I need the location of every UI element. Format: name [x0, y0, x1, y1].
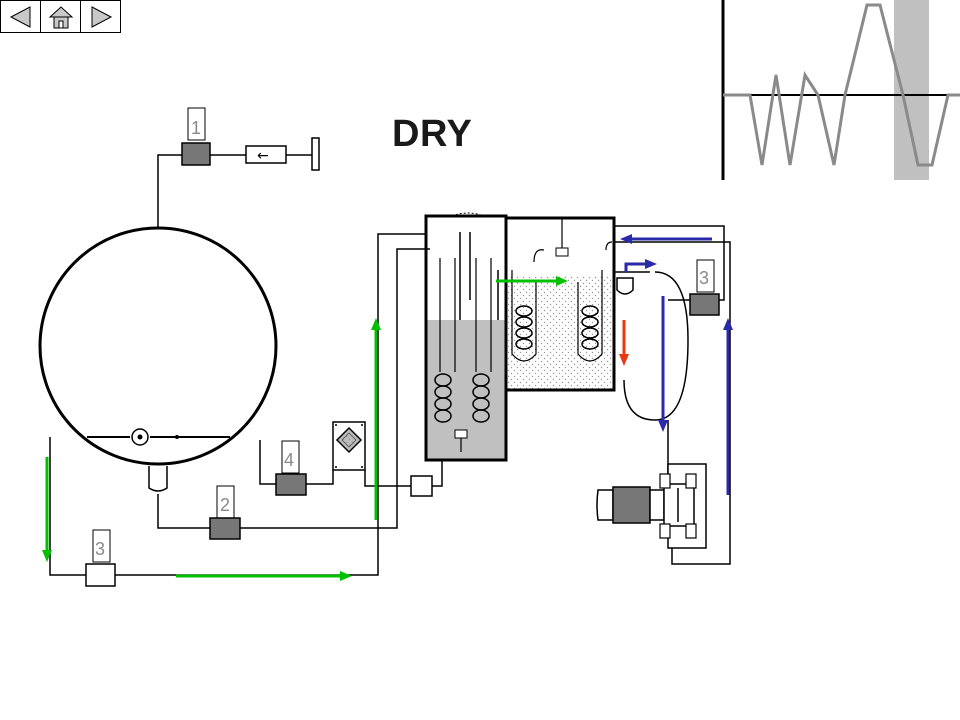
- valve-4: 4: [275, 440, 307, 496]
- valve-2: 2: [209, 485, 241, 540]
- flow-arrow: [620, 234, 712, 244]
- valve-3-right-label: 3: [699, 268, 709, 288]
- flow-arrow: [624, 259, 657, 272]
- flow-arrow: [619, 320, 629, 366]
- vent-inlet: [311, 137, 320, 171]
- flow-arrow: [42, 457, 52, 562]
- valve-1-label: 1: [191, 118, 201, 138]
- flow-arrow: [371, 318, 381, 520]
- valve-2-label: 2: [220, 495, 230, 515]
- cycle-graph-trace: [723, 3, 960, 167]
- compressor: [596, 463, 707, 549]
- flow-arrows-green: [42, 276, 568, 581]
- navigation-bar: [0, 0, 121, 33]
- chamber-drain: [148, 466, 168, 492]
- flow-arrows-blue: [620, 234, 733, 495]
- flow-arrow: [658, 296, 668, 432]
- valve-3-right: 3: [689, 259, 720, 316]
- isolation-valve: [410, 475, 433, 497]
- back-button[interactable]: [1, 1, 41, 32]
- flow-arrows-red: [619, 320, 629, 366]
- condenser-tank: [424, 212, 508, 462]
- triangle-left-icon: [9, 5, 30, 28]
- home-icon: [48, 5, 73, 28]
- flow-indicator-arrow: ←: [257, 148, 269, 164]
- forward-button[interactable]: [81, 1, 120, 32]
- flow-arrow: [723, 318, 733, 495]
- home-button[interactable]: [41, 1, 81, 32]
- cycle-graph: [721, 0, 960, 180]
- flow-indicator: ←: [245, 145, 287, 164]
- flow-arrow: [176, 571, 352, 581]
- vacuum-gauge: [332, 421, 366, 471]
- valve-4-label: 4: [284, 450, 294, 470]
- expansion-device: [616, 277, 634, 295]
- valve-3-left-label: 3: [95, 539, 105, 559]
- page-title: DRY: [392, 113, 473, 155]
- cycle-graph-highlight: [894, 0, 929, 180]
- valve-3-left: 3: [85, 529, 116, 587]
- vacuum-chamber: [38, 226, 278, 466]
- chiller-tank: [504, 216, 616, 392]
- flow-arrow: [496, 276, 568, 286]
- triangle-right-icon: [91, 5, 112, 28]
- valve-1: 1: [181, 107, 211, 166]
